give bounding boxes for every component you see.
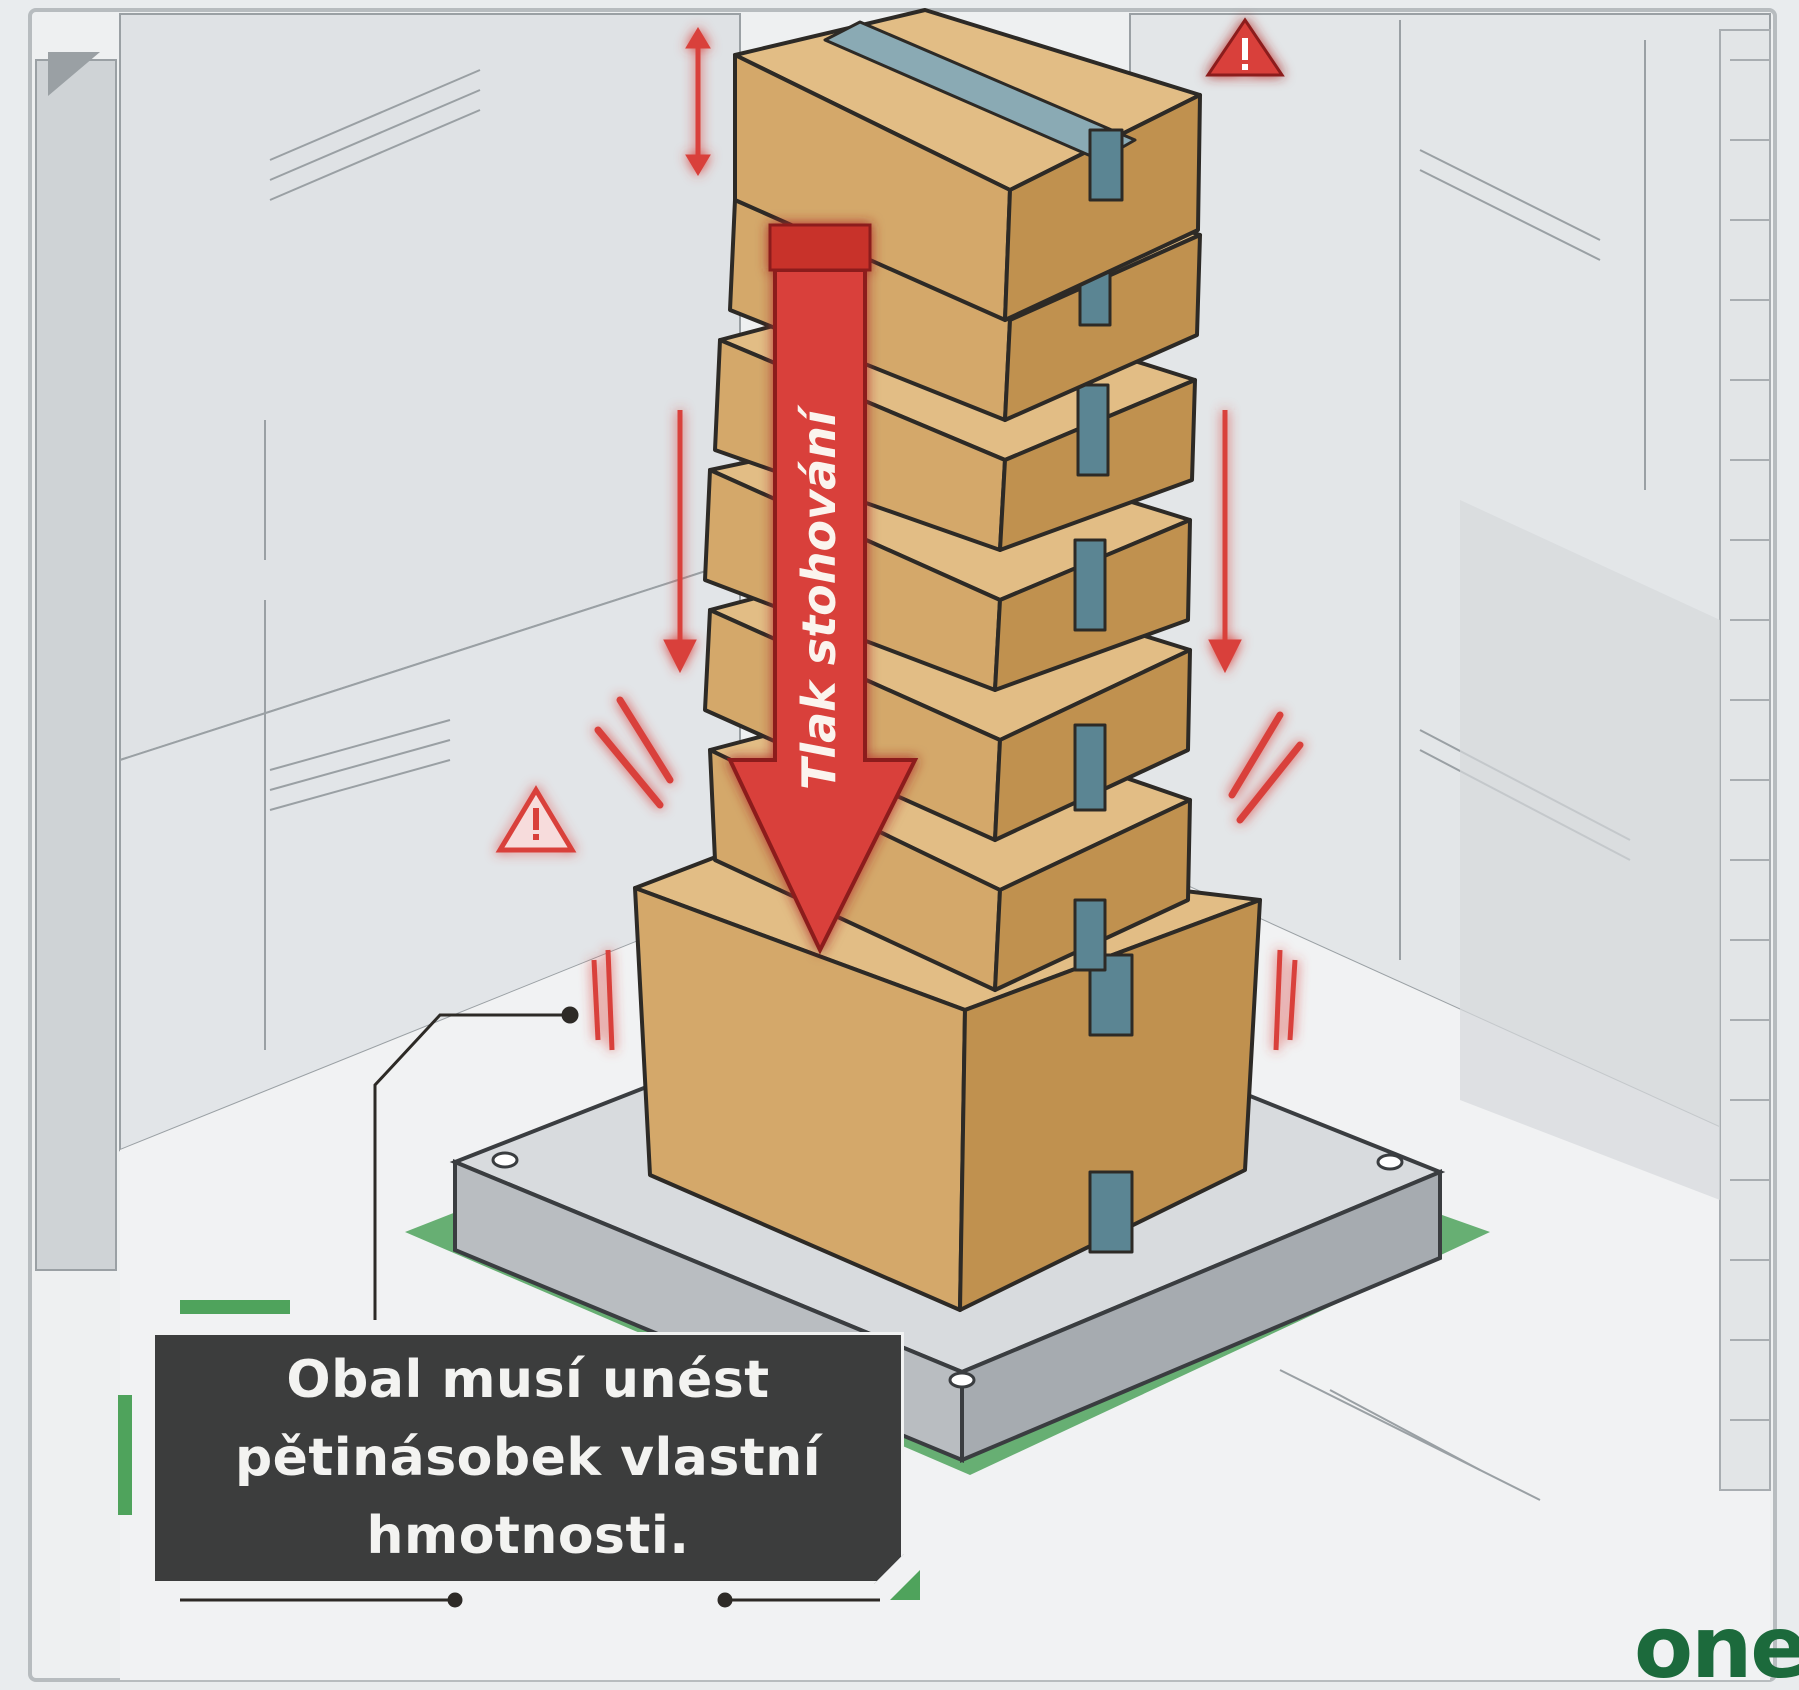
brand-logo: one: [1634, 1598, 1799, 1690]
arrow-label: Tlak stohování: [792, 404, 846, 790]
callout-box: Obal musí unést pětinásobek vlastní hmot…: [152, 1332, 904, 1584]
callout-text: Obal musí unést pětinásobek vlastní hmot…: [208, 1341, 848, 1575]
